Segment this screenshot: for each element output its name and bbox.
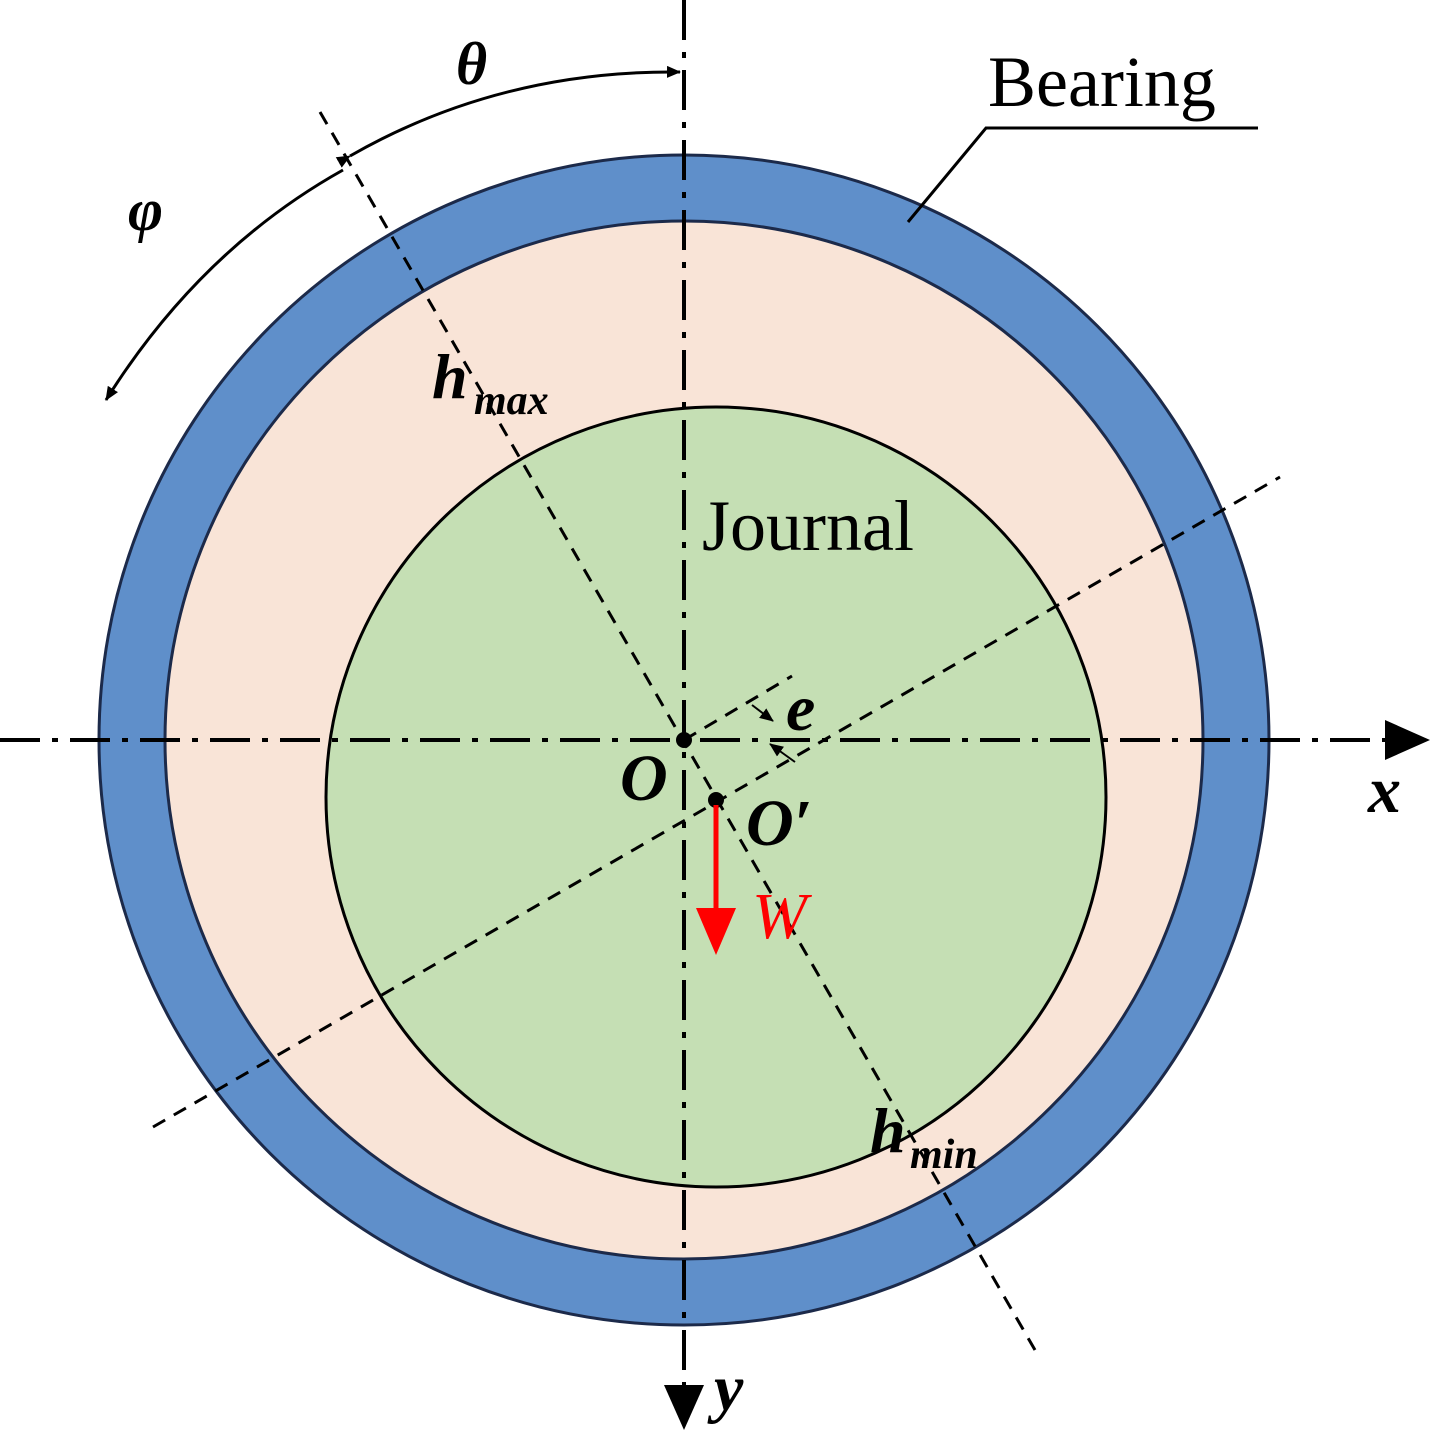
- x-axis-label: x: [1367, 754, 1401, 827]
- hmin-h-label: h: [870, 1095, 906, 1166]
- y-axis-label: y: [707, 1352, 744, 1425]
- phi-label: φ: [128, 177, 163, 243]
- x-axis-arrow-icon: [1385, 720, 1430, 760]
- hmin-sub-label: min: [910, 1132, 978, 1178]
- hmax-sub-label: max: [474, 378, 549, 424]
- e-arrow-2: [769, 743, 796, 763]
- load-label: W: [752, 880, 812, 953]
- e-reference-line: [683, 674, 793, 742]
- hmax-h-label: h: [432, 341, 468, 412]
- bearing-leader: [906, 126, 1258, 223]
- e-arrow-1: [751, 704, 774, 722]
- bearing-label: Bearing: [988, 42, 1216, 122]
- origin-point: [676, 732, 692, 748]
- journal-center-point: [708, 792, 724, 808]
- theta-arc: [335, 65, 681, 168]
- phi-arc: [104, 168, 344, 401]
- e-label: e: [786, 672, 815, 745]
- journal-label: Journal: [702, 486, 914, 566]
- y-axis-arrow-icon: [664, 1385, 704, 1430]
- journal-center-label: O′: [746, 787, 812, 860]
- load-arrow-head-icon: [696, 908, 736, 955]
- origin-label: O: [620, 742, 668, 815]
- theta-label: θ: [456, 31, 487, 97]
